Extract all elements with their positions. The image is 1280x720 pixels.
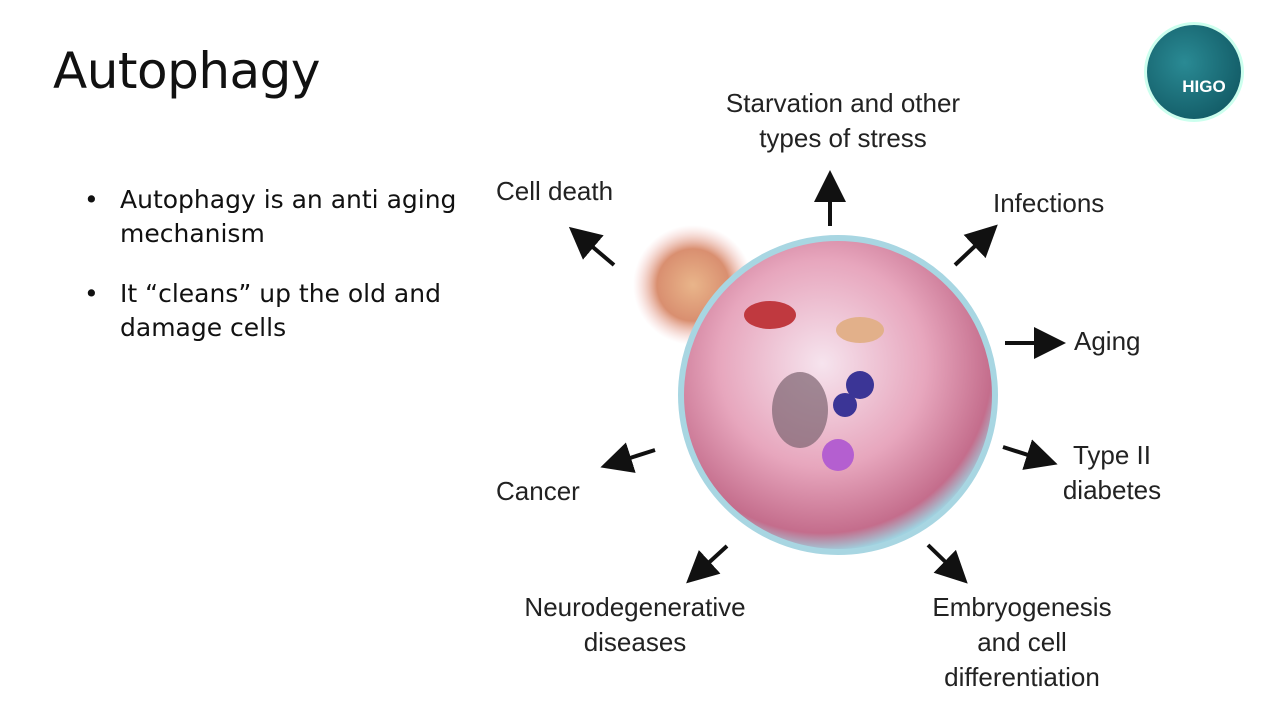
bullet-item: • Autophagy is an anti aging mechanism [84, 183, 464, 251]
bullet-dot: • [84, 279, 99, 308]
organelle [744, 301, 796, 329]
arrow-cancer [600, 442, 656, 473]
arrow-infections [953, 224, 998, 267]
higo-logo: HIGO [1147, 25, 1241, 119]
label-diabetes: Type II diabetes [1062, 440, 1162, 505]
bullet-text: Autophagy is an anti aging mechanism [120, 185, 457, 248]
label-cancer: Cancer [496, 476, 580, 506]
bullet-text: It “cleans” up the old and damage cells [120, 279, 441, 342]
organelle [846, 371, 874, 399]
arrow-cell-death [568, 226, 616, 267]
label-cell-death: Cell death [496, 176, 614, 206]
nucleus [772, 372, 828, 448]
bullet-dot: • [84, 185, 99, 214]
label-neurodegenerative: Neurodegenerative diseases [524, 592, 746, 657]
logo-text: HIGO [1182, 77, 1226, 96]
bullet-item: • It “cleans” up the old and damage cells [84, 277, 464, 345]
label-infections: Infections [993, 188, 1105, 218]
bullet-list: • Autophagy is an anti aging mechanism • I… [84, 183, 464, 371]
organelle [822, 439, 854, 471]
arrow-embryogenesis [926, 543, 968, 584]
cell-illustration [678, 235, 998, 555]
label-starvation: Starvation and other types of stress [725, 88, 961, 153]
organelle [836, 317, 884, 343]
arrows [568, 170, 1066, 584]
label-aging: Aging [1074, 326, 1141, 356]
slide-title: Autophagy [53, 42, 320, 100]
arrow-neuro [686, 544, 729, 584]
label-embryogenesis: Embryogenesis and cell differentiation [932, 592, 1112, 692]
arrow-diabetes [1002, 439, 1058, 470]
organelle [833, 393, 857, 417]
